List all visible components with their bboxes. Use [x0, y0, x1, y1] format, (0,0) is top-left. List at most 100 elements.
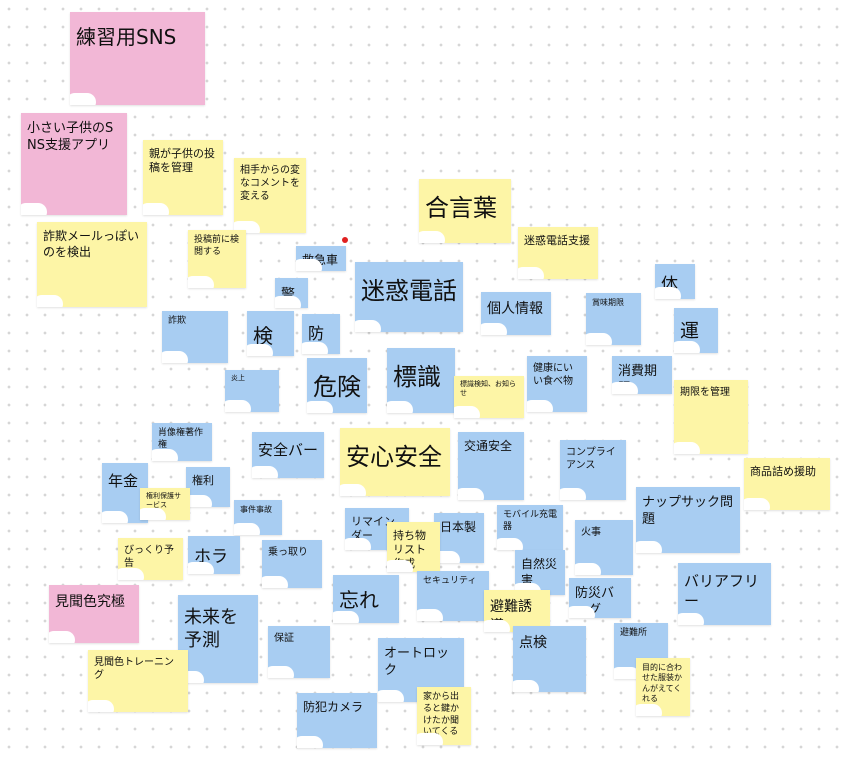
sticky-note[interactable]: コンプライアンス	[560, 440, 626, 500]
sticky-note[interactable]: 忘れ物	[333, 575, 399, 623]
sticky-note-text: 標識検知、お知らせ	[460, 380, 516, 398]
sticky-note-text: 避難所	[620, 628, 648, 639]
sticky-note[interactable]: 期限を管理	[674, 380, 748, 454]
sticky-note[interactable]: 見聞色究極	[49, 585, 139, 643]
sticky-note[interactable]: 未来を予測	[178, 595, 258, 683]
sticky-note-text: 親が子供の投稿を管理	[149, 146, 215, 174]
sticky-note[interactable]: 保証	[268, 626, 330, 678]
sticky-note[interactable]: ホラー	[188, 536, 240, 574]
sticky-note[interactable]: 安心安全	[340, 428, 450, 496]
sticky-note-text: モバイル充電器	[503, 510, 558, 533]
sticky-note[interactable]: 健康にいい食べ物	[527, 356, 587, 412]
sticky-note[interactable]: ナップサック問題	[636, 487, 740, 553]
sticky-note[interactable]: 練習用SNS	[70, 12, 205, 105]
sticky-note[interactable]: 肖像権著作権	[152, 423, 212, 461]
sticky-note-text: びっくり予告	[124, 545, 174, 569]
sticky-note[interactable]: 賞味期限	[586, 293, 641, 345]
sticky-note[interactable]: 権利保護サービス	[140, 488, 190, 520]
sticky-note[interactable]: 持ち物リスト作成	[387, 522, 440, 572]
sticky-note[interactable]: 家から出ると鍵かけたか聞いてくる	[417, 687, 471, 745]
sticky-note[interactable]: 相手からの変なコメントを変える	[234, 158, 306, 233]
sticky-note[interactable]: 詐欺メールっぽいのを検出	[37, 222, 147, 307]
sticky-note[interactable]: 安全バー	[252, 432, 324, 478]
sticky-note[interactable]: バリアフリー	[678, 563, 771, 625]
collaborator-cursor-dot	[342, 237, 348, 243]
sticky-note-text: 自然災害	[521, 557, 558, 587]
sticky-note[interactable]: 乗っ取り	[262, 540, 322, 588]
sticky-note-text: 家から出ると鍵かけたか聞いてくる	[423, 692, 460, 738]
sticky-note-text: 相手からの変なコメントを変える	[240, 165, 300, 202]
sticky-note-text: 賞味期限	[592, 297, 624, 307]
sticky-note-text: 日本製	[440, 520, 477, 535]
sticky-note[interactable]: 点検	[513, 626, 586, 692]
sticky-note-text: 防災バッグ	[575, 585, 615, 618]
sticky-note[interactable]: 運動	[674, 308, 718, 353]
sticky-note-text: 迷惑電話支援	[524, 233, 590, 247]
sticky-note[interactable]: 避難誘導	[484, 590, 550, 632]
sticky-note-text: 防犯カメラ	[303, 700, 364, 715]
sticky-note[interactable]: 事件事故	[234, 500, 282, 535]
sticky-note-text: 合言葉	[425, 194, 497, 223]
sticky-note-text: 迷惑電話	[361, 277, 457, 306]
sticky-note-text: 警察	[281, 287, 295, 308]
sticky-note[interactable]: 標識検知、お知らせ	[454, 376, 524, 418]
sticky-note-text: 検閲	[253, 324, 273, 356]
sticky-note[interactable]: 詐欺	[162, 311, 228, 363]
sticky-note[interactable]: 個人情報	[481, 292, 551, 335]
sticky-note[interactable]: 交通安全	[458, 432, 524, 500]
sticky-note[interactable]: 救急車	[296, 246, 346, 271]
sticky-note[interactable]: 見聞色トレーニング	[88, 650, 188, 712]
sticky-note[interactable]: 迷惑電話	[355, 262, 463, 332]
sticky-note[interactable]: 小さい子供のSNS支援アプリ	[21, 113, 127, 215]
sticky-note[interactable]: 権利	[186, 467, 230, 507]
sticky-note[interactable]: 合言葉	[419, 179, 511, 243]
sticky-note-text: 期限を管理	[680, 387, 730, 398]
sticky-note-text: 練習用SNS	[76, 25, 177, 49]
sticky-note[interactable]: 防犯	[302, 314, 340, 354]
sticky-note-text: 事件事故	[240, 504, 272, 514]
sticky-note[interactable]: 防災バッグ	[569, 578, 631, 618]
sticky-note-text: ホラー	[194, 547, 228, 574]
sticky-note[interactable]: 警察	[275, 278, 308, 308]
sticky-note[interactable]: 消費期限	[612, 356, 672, 394]
sticky-note-text: コンプライアンス	[566, 447, 616, 471]
sticky-note-text: 詐欺メールっぽいのを検出	[43, 229, 140, 259]
sticky-note-text: 交通安全	[464, 439, 513, 454]
sticky-note-text: 小さい子供のSNS支援アプリ	[27, 120, 114, 153]
sticky-note-text: 乗っ取り	[268, 547, 308, 558]
sticky-note[interactable]: 防犯カメラ	[297, 693, 377, 748]
sticky-note-text: 標識	[393, 363, 441, 392]
sticky-note[interactable]: びっくり予告	[118, 538, 183, 580]
sticky-note[interactable]: 親が子供の投稿を管理	[143, 140, 223, 215]
sticky-note[interactable]: 日本製	[434, 513, 484, 563]
sticky-note-text: 持ち物リスト作成	[393, 528, 426, 571]
sticky-note-text: 詐欺	[168, 316, 187, 327]
sticky-note[interactable]: 投稿前に検閲する	[188, 230, 246, 288]
sticky-note-text: 年金	[108, 472, 139, 490]
sticky-note[interactable]: 検閲	[247, 311, 294, 356]
sticky-note-text: 点検	[519, 635, 547, 652]
sticky-note-text: 体操	[661, 275, 678, 299]
sticky-note-text: 消費期限	[618, 363, 658, 394]
sticky-note[interactable]: 危険	[307, 358, 367, 413]
sticky-note[interactable]: 自然災害	[515, 550, 565, 595]
sticky-note[interactable]: 目的に合わせた服装かんがえてくれる	[636, 658, 690, 716]
sticky-note-text: 救急車	[302, 253, 339, 268]
sticky-note-text: 投稿前に検閲する	[194, 235, 240, 258]
sticky-note[interactable]: 炎上	[225, 370, 279, 412]
sticky-note[interactable]: モバイル充電器	[497, 505, 563, 550]
sticky-note-text: 目的に合わせた服装かんがえてくれる	[642, 662, 682, 703]
sticky-note[interactable]: 標識	[387, 348, 455, 413]
sticky-note[interactable]: セキュリティ	[417, 571, 489, 621]
sticky-note-text: 安全バー	[258, 441, 319, 459]
sticky-note[interactable]: 体操	[655, 264, 695, 299]
sticky-note[interactable]: 火事	[575, 520, 633, 575]
sticky-note-text: 肖像権著作権	[158, 428, 204, 451]
sticky-note-text: 危険	[313, 373, 361, 402]
sticky-note[interactable]: 商品詰め援助	[744, 458, 830, 510]
sticky-note-text: 商品詰め援助	[750, 464, 816, 478]
sticky-note-text: 運動	[680, 320, 700, 353]
sticky-note[interactable]: 迷惑電話支援	[518, 227, 598, 279]
sticky-note-text: 見聞色究極	[55, 594, 125, 611]
